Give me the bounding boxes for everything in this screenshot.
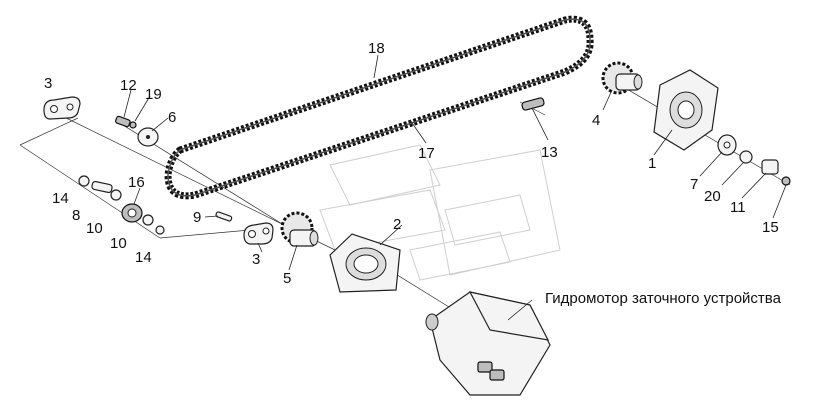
callout-leaders	[123, 54, 787, 321]
washer-part-6	[137, 127, 159, 147]
callout-9: 9	[193, 209, 201, 226]
chain-link-part-13	[521, 97, 545, 111]
callout-3-top: 3	[44, 75, 52, 92]
callout-14-bottom: 14	[135, 249, 152, 266]
sprocket-part-4	[601, 61, 643, 95]
bracket-part-3-bottom	[243, 222, 274, 245]
callout-19: 19	[145, 86, 162, 103]
callout-11: 11	[730, 199, 746, 216]
callout-10-bottom: 10	[110, 235, 127, 252]
bolt-part-12	[115, 115, 137, 129]
callout-14-top: 14	[52, 190, 69, 207]
background-watermark	[319, 144, 561, 281]
callout-18: 18	[368, 40, 385, 57]
hydraulic-motor-caption: Гидромотор заточного устройства	[545, 290, 782, 307]
callout-15: 15	[762, 219, 779, 236]
callout-labels: 18 17 13 1 4 3 12 19 6 16 14 8 10 9 10 1…	[44, 40, 779, 287]
callout-12: 12	[120, 77, 137, 94]
roller-chain	[164, 15, 594, 200]
callout-4: 4	[592, 112, 600, 129]
shaft-group-left	[78, 175, 165, 235]
callout-20: 20	[704, 188, 721, 205]
callout-6: 6	[168, 109, 176, 126]
housing-part-1	[653, 69, 719, 151]
callout-16: 16	[128, 174, 145, 191]
pin-part-9	[215, 211, 233, 222]
flange-part-2	[329, 233, 401, 293]
callout-10-top: 10	[86, 220, 103, 237]
callout-1: 1	[648, 155, 656, 172]
callout-8: 8	[72, 207, 80, 224]
sprocket-part-5	[280, 211, 319, 247]
callout-17: 17	[418, 145, 435, 162]
shaft-group-right	[717, 134, 791, 186]
callout-13: 13	[541, 144, 558, 161]
callout-7: 7	[690, 176, 698, 193]
hydraulic-motor	[425, 291, 551, 396]
callout-2: 2	[393, 216, 401, 233]
callout-5: 5	[283, 270, 291, 287]
callout-3-bottom: 3	[252, 251, 260, 268]
bracket-part-3-top	[43, 96, 81, 120]
